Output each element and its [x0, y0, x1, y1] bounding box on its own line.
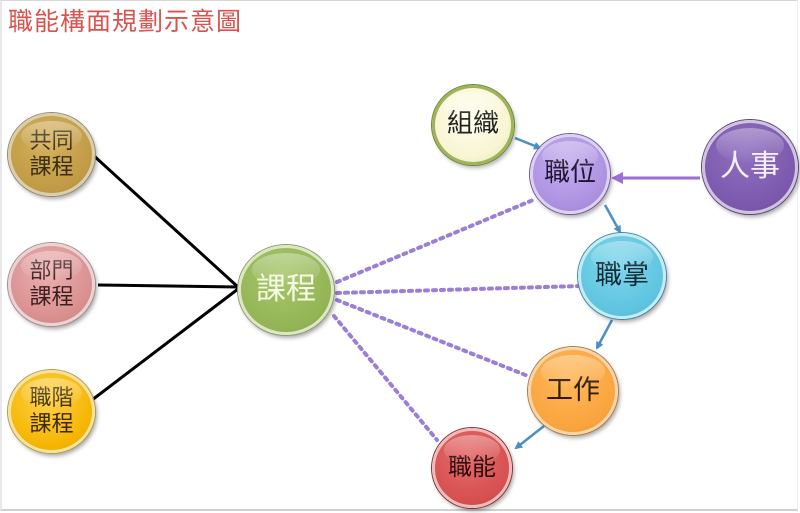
node-department-course: 部門課程 [8, 243, 95, 326]
node-label: 職掌 [595, 260, 649, 292]
node-competency: 職能 [432, 428, 512, 508]
node-label: 課程 [29, 154, 74, 180]
node-common-course: 共同課程 [8, 113, 95, 196]
arrow-zuzhi-zhiwei [514, 136, 542, 150]
node-label: 人事 [720, 148, 780, 184]
node-label: 職位 [543, 158, 596, 189]
node-label: 工作 [546, 375, 600, 407]
node-label: 職階 [29, 386, 74, 412]
node-label: 課程 [256, 271, 316, 307]
node-rank-course: 職階課程 [8, 370, 95, 453]
node-work: 工作 [528, 347, 618, 435]
link-kecheng-gongzuo [335, 298, 530, 378]
arrow-zhiwei-zhizhang [603, 204, 622, 234]
link-zhijie-kecheng [91, 287, 239, 402]
node-label: 組織 [446, 109, 499, 140]
node-label: 職能 [448, 453, 496, 482]
node-label: 課程 [29, 411, 74, 437]
node-duties: 職掌 [578, 233, 666, 319]
node-label: 部門 [29, 259, 74, 285]
node-course: 課程 [238, 245, 334, 335]
node-label: 共同 [29, 129, 74, 155]
node-label: 課程 [29, 284, 74, 310]
link-kecheng-zhiwei [335, 198, 535, 284]
arrow-zhizhang-gongzuo [595, 319, 614, 350]
link-gongtong-kecheng [91, 153, 240, 289]
arrow-gongzuo-zhineng [514, 425, 545, 450]
link-kecheng-zhineng [332, 314, 439, 442]
node-position: 職位 [530, 134, 610, 214]
link-kecheng-zhizhang [335, 284, 582, 295]
link-bumen-kecheng [97, 283, 239, 289]
node-personnel: 人事 [702, 120, 798, 214]
diagram-title: 職能構面規劃示意圖 [8, 7, 243, 36]
node-organization: 組織 [432, 85, 514, 165]
